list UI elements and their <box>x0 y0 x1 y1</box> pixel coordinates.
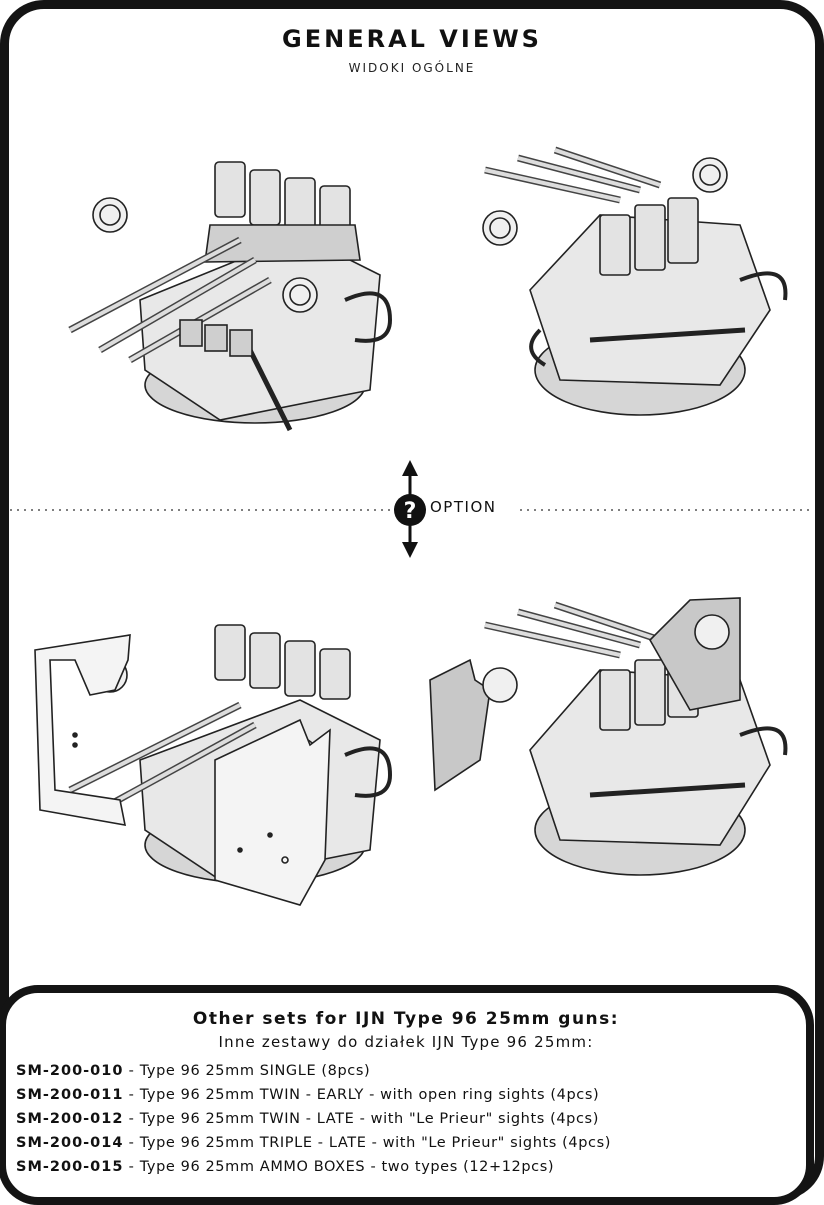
set-code: SM-200-010 <box>16 1063 124 1079</box>
set-description: - Type 96 25mm SINGLE (8pcs) <box>128 1063 371 1079</box>
set-list-item: SM-200-015 - Type 96 25mm AMMO BOXES - t… <box>16 1155 611 1179</box>
set-code: SM-200-014 <box>16 1135 124 1151</box>
other-sets-list: SM-200-010 - Type 96 25mm SINGLE (8pcs) … <box>16 1059 611 1179</box>
set-code: SM-200-011 <box>16 1087 124 1103</box>
page-title: GENERAL VIEWS <box>282 25 542 53</box>
other-sets-panel: Other sets for IJN Type 96 25mm guns: In… <box>0 985 814 1205</box>
set-list-item: SM-200-010 - Type 96 25mm SINGLE (8pcs) <box>16 1059 611 1083</box>
set-description: - Type 96 25mm TWIN - EARLY - with open … <box>128 1087 600 1103</box>
set-code: SM-200-015 <box>16 1159 124 1175</box>
gun-mount-view-top-right <box>482 146 788 416</box>
set-description: - Type 96 25mm AMMO BOXES - two types (1… <box>128 1159 555 1175</box>
other-sets-subtitle: Inne zestawy do działek IJN Type 96 25mm… <box>218 1033 594 1051</box>
set-description: - Type 96 25mm TRIPLE - LATE - with "Le … <box>128 1135 612 1151</box>
page-subtitle: WIDOKI OGÓLNE <box>348 61 476 75</box>
set-list-item: SM-200-012 - Type 96 25mm TWIN - LATE - … <box>16 1107 611 1131</box>
other-sets-title: Other sets for IJN Type 96 25mm guns: <box>192 1009 620 1029</box>
question-mark-icon: ? <box>394 494 426 526</box>
set-code: SM-200-012 <box>16 1111 124 1127</box>
gun-mount-view-bottom-left <box>34 624 393 906</box>
gun-mount-view-top-left <box>68 161 393 432</box>
svg-text:?: ? <box>404 499 417 524</box>
set-list-item: SM-200-011 - Type 96 25mm TWIN - EARLY -… <box>16 1083 611 1107</box>
set-description: - Type 96 25mm TWIN - LATE - with "Le Pr… <box>128 1111 599 1127</box>
general-views-illustration: ? <box>10 146 814 906</box>
set-list-item: SM-200-014 - Type 96 25mm TRIPLE - LATE … <box>16 1131 611 1155</box>
gun-mount-view-bottom-right <box>429 597 788 876</box>
option-label: OPTION <box>430 498 497 516</box>
